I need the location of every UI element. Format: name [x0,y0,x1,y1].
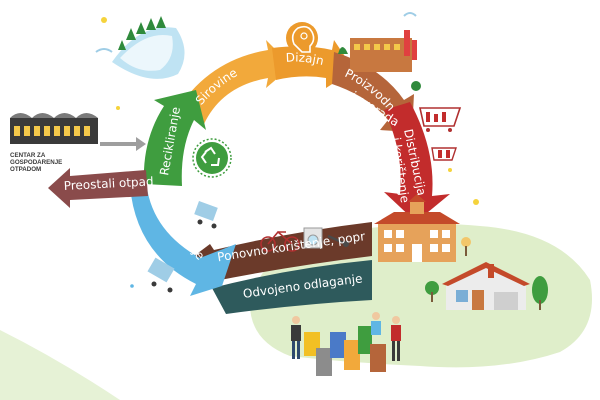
odvojeno-arrow [212,260,372,314]
center-label-line1: CENTAR ZA [10,152,46,159]
family-house [425,262,548,310]
sirovine-arrow [176,40,292,124]
decor-dot [130,284,134,288]
truck-icon-2 [147,257,175,293]
wrench-icon [327,234,349,247]
decor-dot [473,199,479,205]
preostali-otpad-arrow [48,168,148,208]
recikliranje-arrow [143,90,206,186]
ponovno-arrow [186,222,372,282]
landscape-bottom-left [0,330,120,400]
prikupljanje-arrow [130,180,236,296]
label-dizajn: Dizajn [286,50,326,68]
school-building [374,194,471,262]
people-with-bins [291,312,401,376]
factory-illustration [338,12,421,91]
label-preostali-otpad: Preostali otpad [63,174,153,193]
distribucija-arrow [384,102,450,222]
center-label-line3: OTPADOM [10,166,41,173]
brain-icon [286,22,318,54]
truck-icon-1 [194,201,218,229]
decor-dot [448,168,452,172]
shopping-carts [419,107,462,161]
waste-center-arrow [100,137,146,151]
washing-machine-icon [303,227,323,249]
recycle-icon [192,138,232,178]
mountain-illustration [95,16,185,79]
decor-dot [116,106,120,110]
center-label-line2: GOSPODARENJE [10,159,62,166]
waste-center-building [10,113,98,144]
bicycle-icon [260,230,300,252]
